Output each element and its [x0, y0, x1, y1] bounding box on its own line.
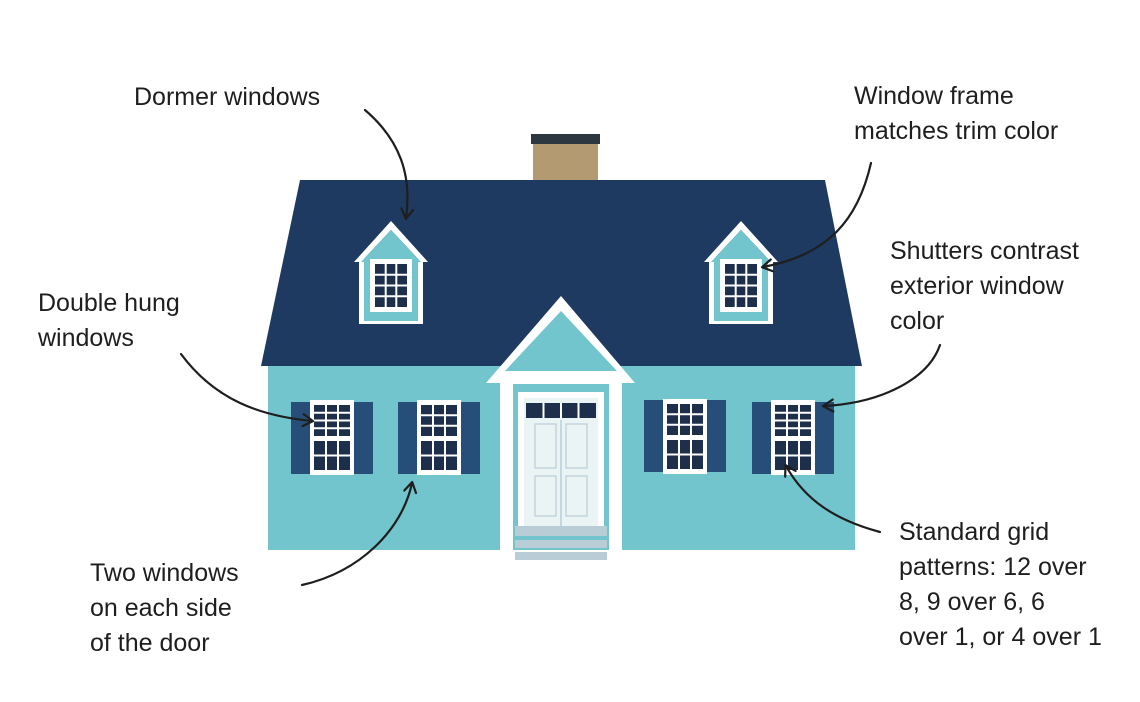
label-line: of the door — [90, 629, 210, 657]
arrow-double-hung — [179, 352, 312, 421]
label-line: Double hung — [38, 289, 180, 317]
arrow-two-windows — [300, 483, 412, 587]
label-line: Shutters contrast — [890, 237, 1079, 265]
arrow-dormer-windows — [363, 108, 407, 218]
dormer-window-right — [720, 259, 762, 312]
front-window-4 — [752, 400, 834, 475]
label-line: Dormer windows — [134, 83, 321, 111]
label-line: Standard grid — [899, 518, 1050, 546]
label-line: on each side — [90, 594, 232, 622]
front-window-1 — [291, 400, 373, 475]
label-double-hung: Double hung windows — [38, 286, 180, 356]
label-grid-patterns: Standard grid patterns: 12 over 8, 9 ove… — [899, 515, 1102, 655]
label-line: patterns: 12 over — [899, 553, 1087, 581]
front-window-3 — [644, 399, 726, 474]
label-two-windows: Two windows on each side of the door — [90, 556, 239, 661]
label-shutters-contrast: Shutters contrast exterior window color — [890, 234, 1079, 339]
arrow-shutters — [824, 343, 942, 406]
label-line: Window frame — [854, 82, 1014, 110]
label-window-frame: Window frame matches trim color — [854, 79, 1058, 149]
label-line: color — [890, 307, 945, 335]
front-door — [518, 392, 604, 526]
arrow-grid-patterns — [786, 466, 882, 534]
label-line: matches trim color — [854, 117, 1059, 145]
label-line: windows — [38, 324, 134, 352]
label-line: 8, 9 over 6, 6 — [899, 588, 1045, 616]
front-window-2 — [398, 400, 480, 475]
label-dormer-windows: Dormer windows — [134, 80, 320, 115]
dormer-left — [354, 221, 428, 324]
label-line: over 1, or 4 over 1 — [899, 623, 1102, 651]
dormer-window-left — [370, 259, 412, 312]
arrow-window-frame — [763, 161, 873, 267]
front-steps — [515, 526, 607, 560]
label-line: exterior window — [890, 272, 1064, 300]
label-line: Two windows — [90, 559, 239, 587]
